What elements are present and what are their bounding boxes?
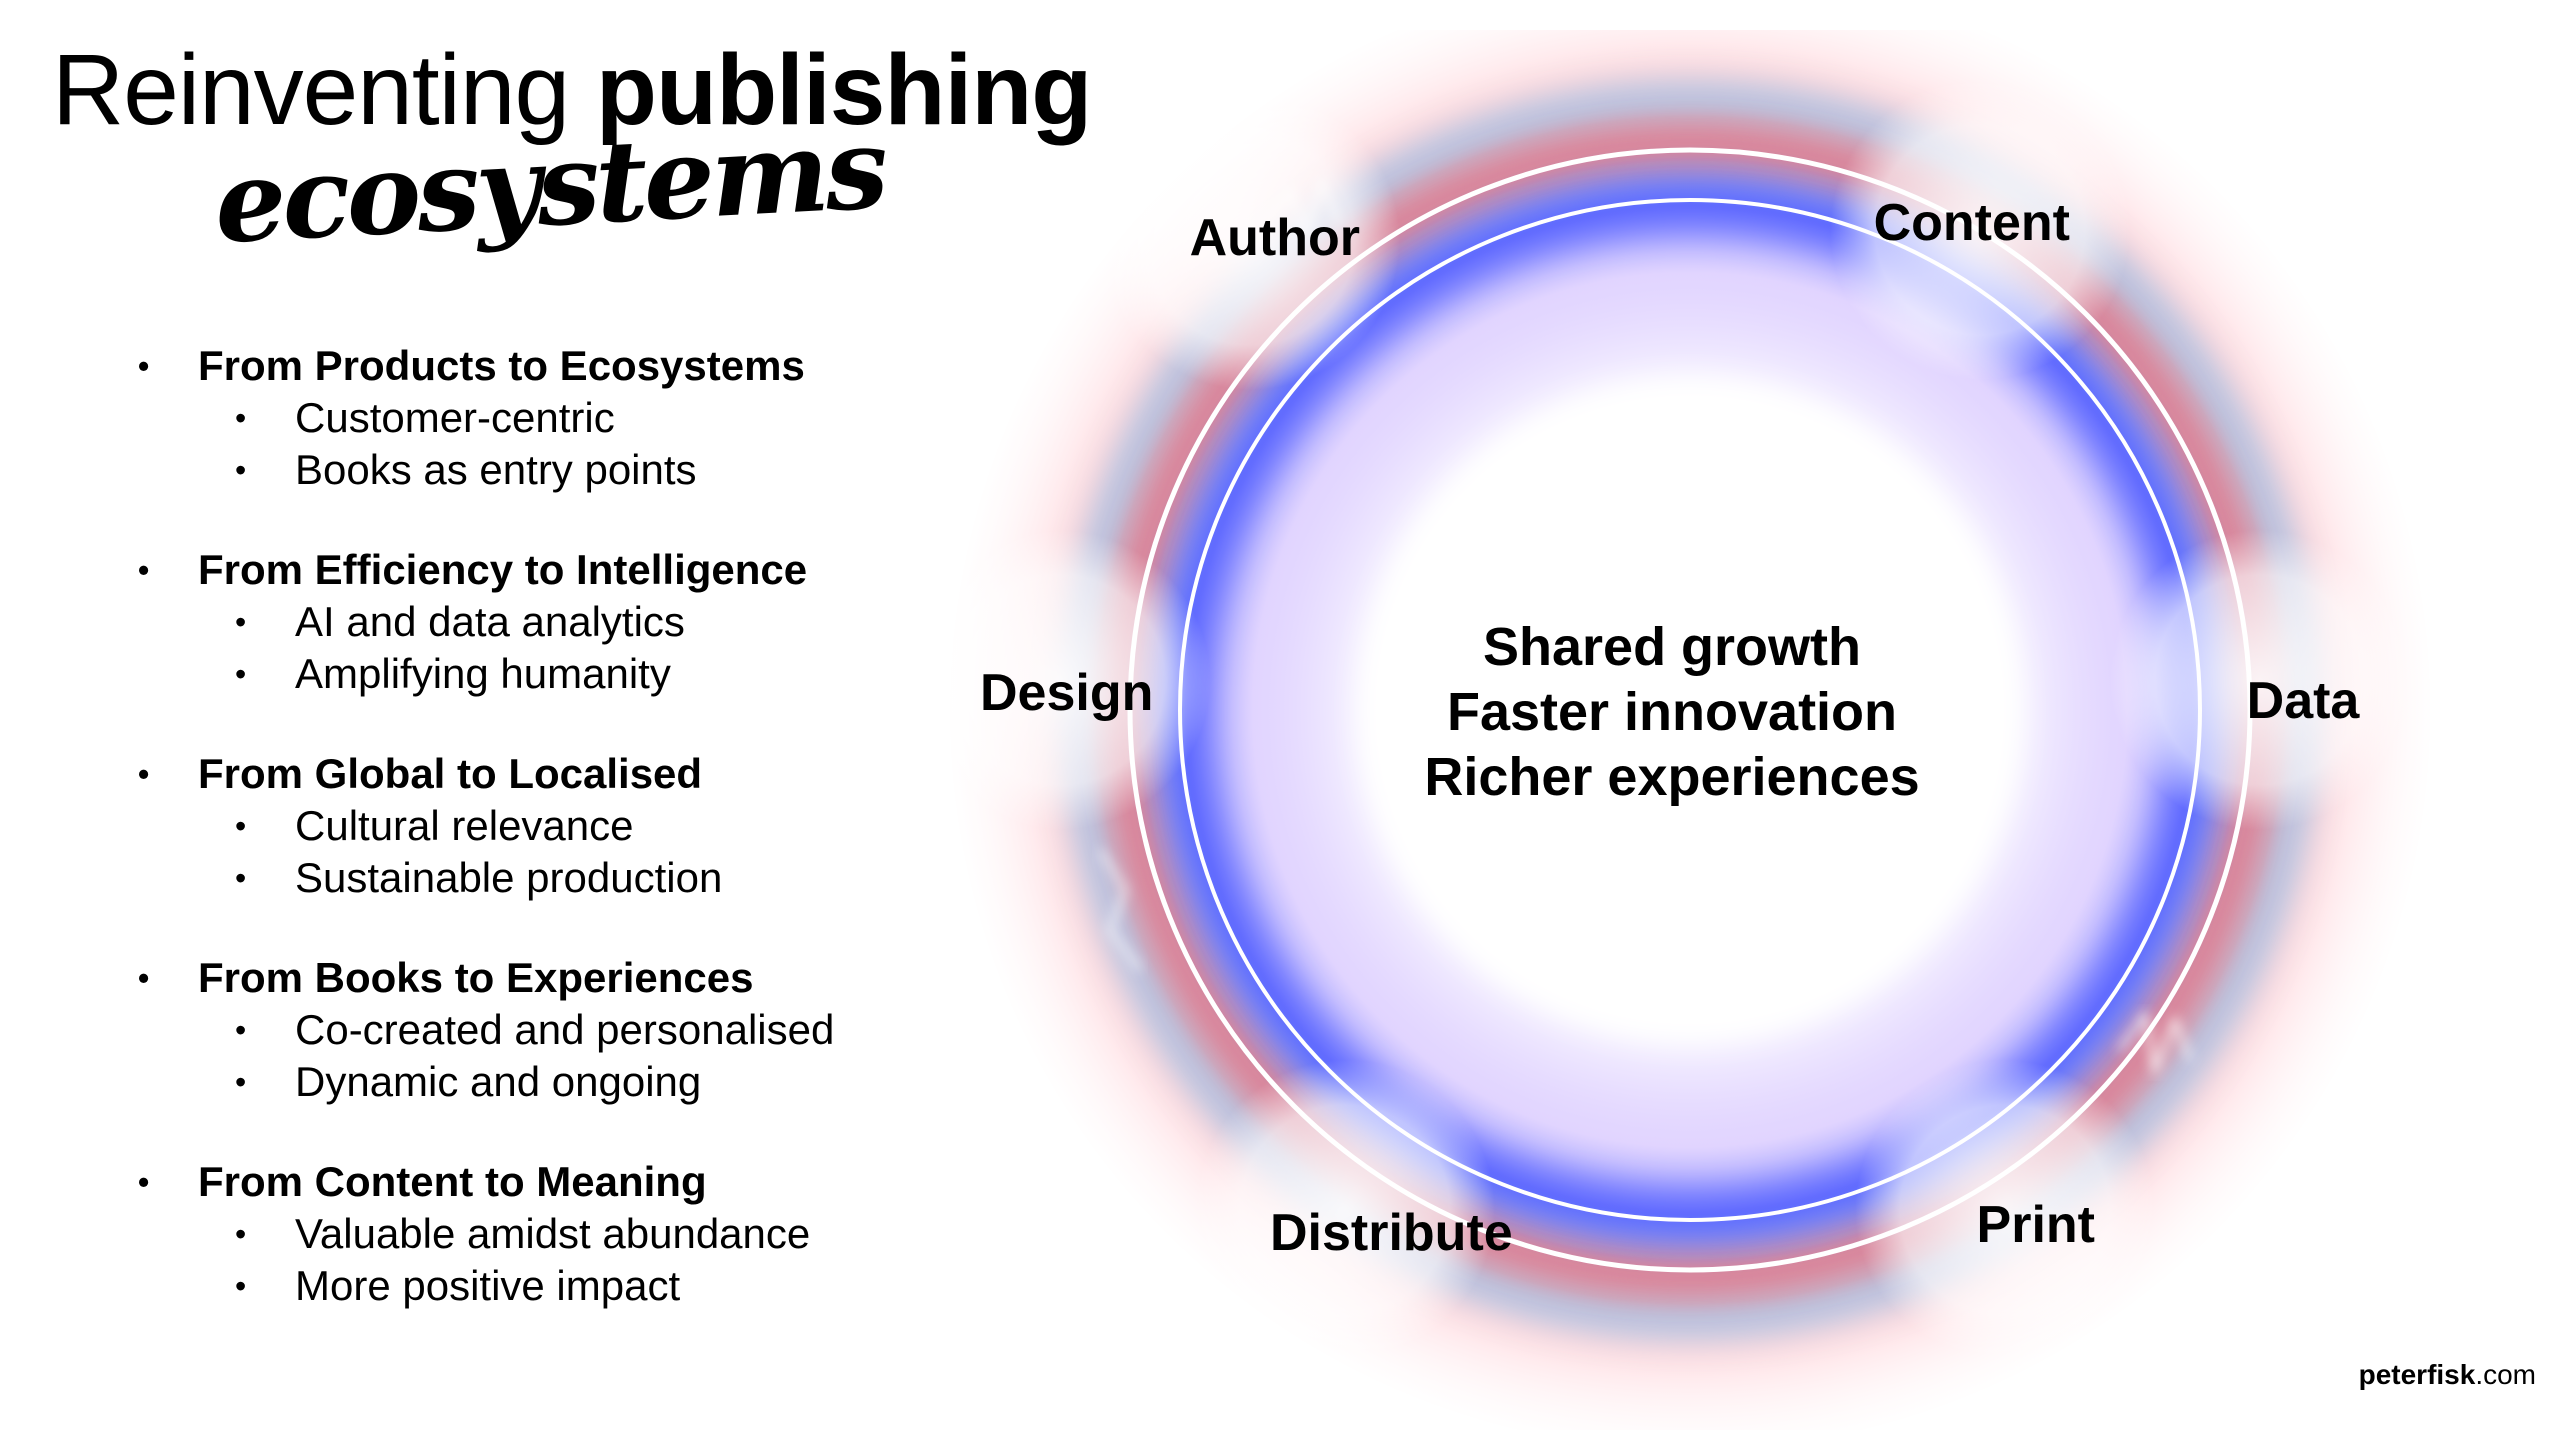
slide-title: Reinventing publishing [52,40,1092,140]
bullet-item: • Sustainable production [130,852,1030,904]
bullet-group: • From Books to Experiences • Co-created a… [130,952,1030,1108]
footer-credit: peterfisk.com [2359,1359,2536,1391]
bullet-dot-icon: • [235,1064,247,1100]
bullet-heading: • From Efficiency to Intelligence [130,544,1030,596]
bullet-dot-icon: • [235,604,247,640]
sparkle-line [2118,1009,2192,1078]
bullet-item-text: AI and data analytics [295,598,685,645]
bullet-heading: • From Books to Experiences [130,952,1030,1004]
bullet-item-text: Amplifying humanity [295,650,671,697]
node-label-author: Author [1190,209,1360,267]
bullet-item-text: Dynamic and ongoing [295,1058,702,1105]
print-node-bubble [1855,1060,2155,1360]
bullet-item-text: Valuable amidst abundance [295,1210,811,1257]
bullet-heading: • From Global to Localised [130,748,1030,800]
title-script: ecosystems [211,103,888,269]
node-label-content: Content [1874,194,2070,252]
footer-regular: .com [2475,1359,2536,1390]
bullet-item: • Books as entry points [130,444,1030,496]
bullet-heading: • From Products to Ecosystems [130,340,1030,392]
center-line-2: Faster innovation [1447,682,1897,742]
bullet-heading-text: From Products to Ecosystems [198,342,805,389]
bullet-heading-text: From Efficiency to Intelligence [198,546,808,593]
bullet-dot-icon: • [235,808,247,844]
bullet-list: • From Products to Ecosystems • Customer-c… [130,340,1030,1360]
center-line-3: Richer experiences [1424,747,1919,807]
bullet-dot-icon: • [235,452,247,488]
bullet-item-text: Books as entry points [295,446,697,493]
node-label-data: Data [2247,672,2361,730]
bullet-group: • From Content to Meaning • Valuable amids… [130,1156,1030,1312]
bullet-item: • More positive impact [130,1260,1030,1312]
bullet-item: • Dynamic and ongoing [130,1056,1030,1108]
center-line-1: Shared growth [1483,617,1861,677]
bullet-item: • Co-created and personalised [130,1004,1030,1056]
bullet-heading-text: From Global to Localised [198,750,703,797]
design-node-bubble [950,530,1210,830]
bullet-dot-icon: • [235,1268,247,1304]
bullet-item-text: Co-created and personalised [295,1006,835,1053]
bullet-item: • Cultural relevance [130,800,1030,852]
node-label-distribute: Distribute [1270,1204,1513,1262]
bullet-dot-icon: • [138,552,150,588]
bullet-item-text: More positive impact [295,1262,681,1309]
author-node-bubble [1100,90,1400,390]
bullet-item: • Valuable amidst abundance [130,1208,1030,1260]
bullet-item: • AI and data analytics [130,596,1030,648]
bullet-item: • Customer-centric [130,392,1030,444]
bullet-item-text: Sustainable production [295,854,723,901]
bullet-dot-icon: • [138,348,150,384]
bullet-dot-icon: • [138,1164,150,1200]
distribute-node-bubble [1195,1060,1495,1360]
bullet-dot-icon: • [138,756,150,792]
bullet-heading: • From Content to Meaning [130,1156,1030,1208]
node-label-print: Print [1977,1196,2095,1254]
bullet-dot-icon: • [235,1012,247,1048]
bullet-heading-text: From Books to Experiences [198,954,754,1001]
bullet-item: • Amplifying humanity [130,648,1030,700]
title-bold: publishing [595,34,1092,146]
content-node-bubble [1830,80,2130,380]
footer-bold: peterfisk [2358,1359,2476,1390]
data-node-bubble [2110,530,2410,830]
title-regular: Reinventing [52,34,570,146]
ecosystem-cycle-diagram: Author Content Data Print Distribute Des… [950,30,2430,1430]
bullet-dot-icon: • [235,400,247,436]
bullet-item-text: Customer-centric [295,394,615,441]
bullet-dot-icon: • [235,1216,247,1252]
bullet-group: • From Products to Ecosystems • Customer-c… [130,340,1030,496]
bullet-item-text: Cultural relevance [295,802,634,849]
bullet-heading-text: From Content to Meaning [198,1158,707,1205]
bullet-dot-icon: • [235,860,247,896]
bullet-group: • From Global to Localised • Cultural rele… [130,748,1030,904]
bullet-group: • From Efficiency to Intelligence • AI and… [130,544,1030,700]
bullet-dot-icon: • [235,656,247,692]
inner-white-core [1360,380,2020,1040]
sparkle-line [1098,848,1142,972]
node-label-design: Design [980,664,1153,722]
bullet-dot-icon: • [138,960,150,996]
